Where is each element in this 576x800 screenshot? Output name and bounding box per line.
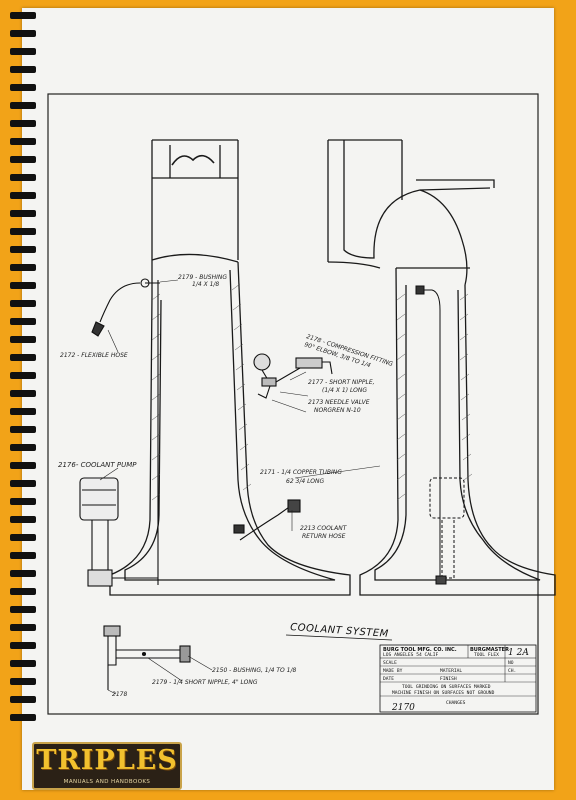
label-bushing-top: 2179 - BUSHING xyxy=(178,274,227,281)
title-block: BURG TOOL MFG. CO. INC. LOS ANGELES 54 C… xyxy=(379,644,537,713)
tb-size: 1 2A xyxy=(508,648,529,658)
leader-lines xyxy=(99,279,381,695)
needle-valve-assembly xyxy=(253,353,333,399)
label-copper-tubing-2: 62 3/4 LONG xyxy=(286,478,324,485)
label-coolant-pump: 2176- COOLANT PUMP xyxy=(58,461,137,469)
label-coolant-return: 2213 COOLANT xyxy=(300,525,348,532)
tb-finish: FINISH xyxy=(440,676,457,682)
label-needle-valve-2: NORGREN N-10 xyxy=(314,407,361,414)
right-column-hatch xyxy=(396,293,473,501)
tb-scale: SCALE xyxy=(383,660,397,666)
right-plumbing xyxy=(415,285,465,585)
tb-product-2: TOOL FLEX xyxy=(474,652,499,658)
tb-no: NO xyxy=(508,660,514,666)
label-short-nipple-bottom: 2179 - 1/4 SHORT NIPPLE, 4" LONG xyxy=(152,679,258,686)
label-bushing-top-size: 1/4 X 1/8 xyxy=(192,281,219,288)
tb-material: MATERIAL xyxy=(440,668,462,674)
label-flexible-hose: 2172 - FLEXIBLE HOSE xyxy=(60,352,128,359)
right-column-view xyxy=(327,139,556,596)
tb-note2: MACHINE FINISH ON SURFACES NOT GROUND xyxy=(392,690,495,696)
tb-drawing-no: 2170 xyxy=(391,703,415,713)
tb-company: BURG TOOL MFG. CO. INC. xyxy=(383,647,457,653)
tb-city: LOS ANGELES 54 CALIF xyxy=(383,652,439,658)
tb-made: MADE BY xyxy=(383,668,403,674)
tb-ch: CH. xyxy=(508,668,516,674)
bottom-fitting-detail xyxy=(103,625,191,690)
spiral-binding xyxy=(10,12,36,721)
logo-name: TRIPLES xyxy=(36,745,178,776)
label-coolant-return-2: RETURN HOSE xyxy=(302,533,346,540)
tb-changes: CHANGES xyxy=(446,700,466,706)
tb-date: DATE xyxy=(383,676,394,682)
left-column-section xyxy=(109,139,351,596)
drawing-border xyxy=(47,93,539,715)
left-plumbing xyxy=(79,278,301,587)
label-bushing-bottom: 2150 - BUSHING, 1/4 TO 1/8 xyxy=(212,667,296,674)
label-short-nipple-mid: 2177 - SHORT NIPPLE, xyxy=(308,379,375,386)
label-short-nipple-mid-2: (1/4 X 1) LONG xyxy=(322,387,367,394)
label-part-2178: 2178 xyxy=(112,691,127,698)
label-copper-tubing: 2171 - 1/4 COPPER TUBING xyxy=(260,469,342,476)
logo-tagline: MANUALS AND HANDBOOKS xyxy=(63,779,151,785)
tb-note1: TOOL GRINDING ON SURFACES MARKED xyxy=(402,684,491,690)
tb-product: BURGMASTER xyxy=(470,647,509,653)
label-needle-valve: 2173 NEEDLE VALVE xyxy=(308,399,370,406)
manual-page xyxy=(22,8,554,790)
left-column-hatch xyxy=(151,283,252,501)
triples-logo: TRIPLES MANUALS AND HANDBOOKS xyxy=(32,742,182,790)
